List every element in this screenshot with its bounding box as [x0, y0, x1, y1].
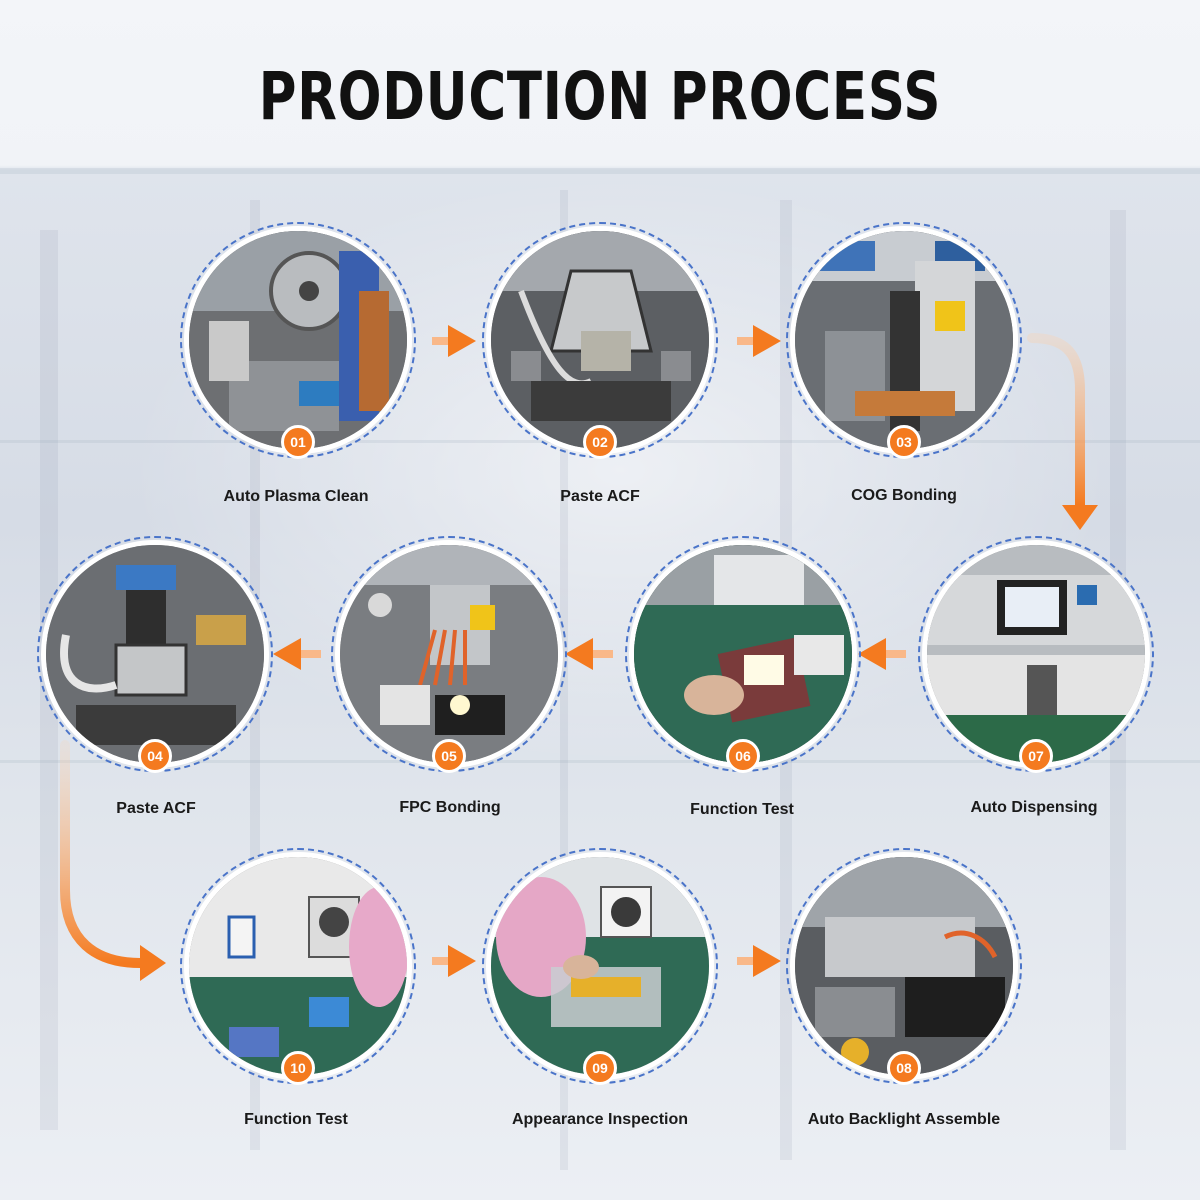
step-number-badge: 07 [1019, 739, 1053, 773]
step-label: Function Test [244, 1111, 348, 1128]
process-step: 08 [786, 848, 1022, 1085]
step-number-badge: 03 [887, 425, 921, 459]
process-step: 01 [180, 222, 416, 459]
step-number-badge: 08 [887, 1051, 921, 1085]
step-number-badge: 05 [432, 739, 466, 773]
step-label: Paste ACF [116, 800, 196, 817]
step-photo-cog-bonding [795, 231, 1013, 449]
process-step: 07 [918, 536, 1154, 773]
step-photo-paste-acf [491, 231, 709, 449]
step-photo-plasma-clean [189, 231, 407, 449]
step-label: Auto Dispensing [970, 799, 1098, 816]
step-label: Auto Plasma Clean [223, 488, 369, 505]
step-number-badge: 02 [583, 425, 617, 459]
step-number-badge: 06 [726, 739, 760, 773]
step-label: FPC Bonding [399, 799, 501, 816]
step-number-badge: 01 [281, 425, 315, 459]
step-photo-function-test-2 [189, 857, 407, 1075]
step-photo-auto-backlight [795, 857, 1013, 1075]
step-number-badge: 04 [138, 739, 172, 773]
process-step: 05 [331, 536, 567, 773]
step-number-badge: 09 [583, 1051, 617, 1085]
process-step: 10 [180, 848, 416, 1085]
step-label: Function Test [690, 801, 794, 818]
step-photo-function-test [634, 545, 852, 763]
step-label: Paste ACF [560, 488, 640, 505]
step-label: Appearance Inspection [511, 1111, 689, 1128]
step-photo-appearance-inspection [491, 857, 709, 1075]
process-step: 09 [482, 848, 718, 1085]
process-step: 04 [37, 536, 273, 773]
page-title: PRODUCTION PROCESS [258, 58, 942, 135]
process-step: 03 [786, 222, 1022, 459]
step-number-badge: 10 [281, 1051, 315, 1085]
process-step: 06 [625, 536, 861, 773]
step-label: COG Bonding [851, 487, 957, 504]
process-step: 02 [482, 222, 718, 459]
step-photo-auto-dispensing [927, 545, 1145, 763]
step-label: Auto Backlight Assemble [807, 1111, 1001, 1128]
step-photo-paste-acf-2 [46, 545, 264, 763]
step-photo-fpc-bonding [340, 545, 558, 763]
